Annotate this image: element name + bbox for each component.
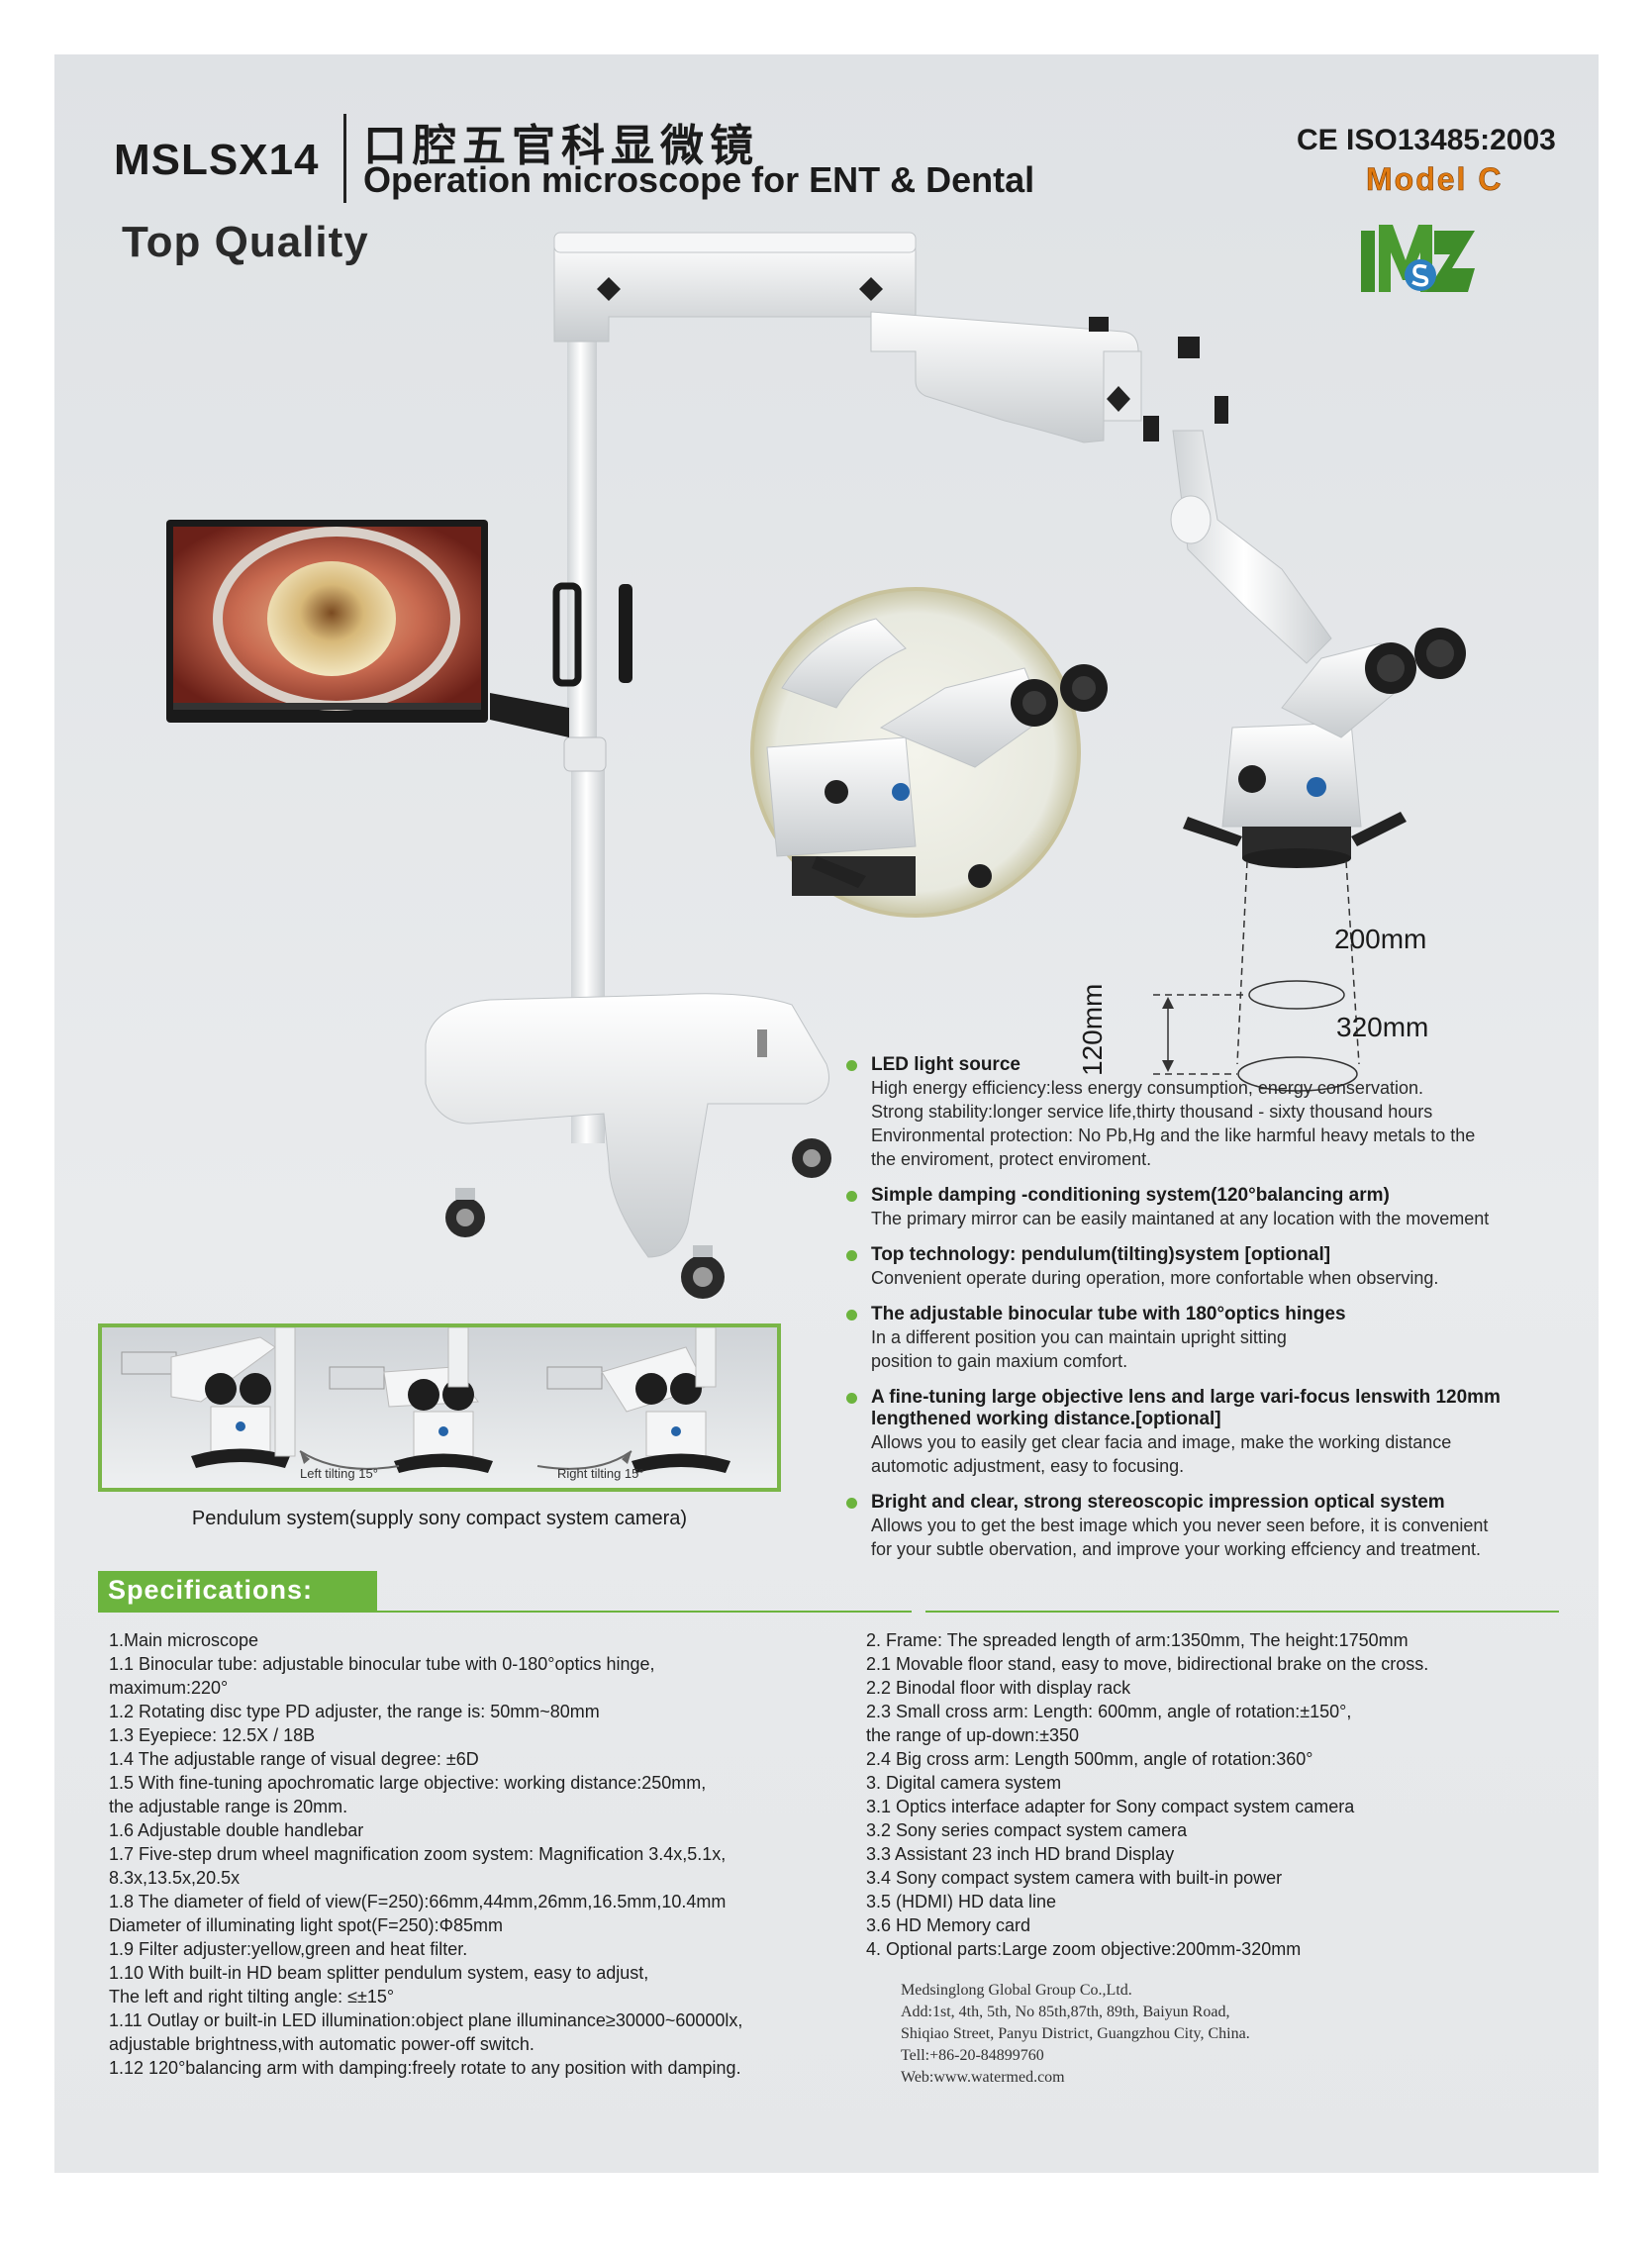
company-website: Web:www.watermed.com (901, 2069, 1065, 2086)
spec-item: 1.7 Five-step drum wheel magnification z… (109, 1844, 727, 1888)
feature-title: The adjustable binocular tube with 180°o… (871, 1304, 1346, 1324)
spec-item: 1.4 The adjustable range of visual degre… (109, 1749, 479, 1769)
company-address: Shiqiao Street, Panyu District, Guangzho… (901, 2025, 1250, 2042)
bullet-dot-icon (846, 1250, 857, 1261)
spec-item: 1.6 Adjustable double handlebar (109, 1820, 364, 1840)
company-address: Add:1st, 4th, 5th, No 85th,87th, 89th, B… (901, 2004, 1230, 2020)
dimension-bottom-label: 320mm (1336, 1012, 1429, 1042)
model-code: MSLSX14 (114, 136, 320, 184)
feature-title: Top technology: pendulum(tilting)system … (871, 1244, 1331, 1265)
spec-item: 3.5 (HDMI) HD data line (866, 1892, 1057, 1911)
feature-title: A fine-tuning large objective lens and l… (871, 1387, 1501, 1429)
spec-item: 1.1 Binocular tube: adjustable binocular… (109, 1654, 655, 1698)
spec-item: 1.5 With fine-tuning apochromatic large … (109, 1773, 707, 1816)
pendulum-caption: Pendulum system(supply sony compact syst… (191, 1508, 688, 1529)
bullet-dot-icon (846, 1191, 857, 1202)
spec-item: 1.2 Rotating disc type PD adjuster, the … (109, 1702, 600, 1721)
spec-item: 3.3 Assistant 23 inch HD brand Display (866, 1844, 1175, 1864)
pendulum-panel: Left tilting 15° Right tilting 15° (98, 1323, 781, 1492)
spec-item: 2.1 Movable floor stand, easy to move, b… (866, 1654, 1429, 1674)
feature-list: LED light source High energy efficiency:… (846, 1054, 1559, 1575)
spec-item: 1.12 120°balancing arm with damping:free… (109, 2058, 741, 2078)
spec-item: 4. Optional parts:Large zoom objective:2… (866, 1939, 1302, 1959)
spec-item: 1.Main microscope (109, 1630, 259, 1650)
spec-item: 1.9 Filter adjuster:yellow,green and hea… (109, 1939, 468, 1959)
feature-body: Allows you to get the best image which y… (871, 1516, 1489, 1559)
feature-body: Allows you to easily get clear facia and… (871, 1432, 1452, 1476)
brand-logo-icon (1361, 225, 1475, 292)
feature-item: Simple damping -conditioning system(120°… (846, 1185, 1559, 1230)
dimension-top-label: 200mm (1334, 924, 1427, 954)
spec-item: 2.3 Small cross arm: Length: 600mm, angl… (866, 1702, 1352, 1745)
specifications-title: Specifications: (108, 1575, 314, 1605)
tagline: Top Quality (122, 218, 369, 266)
feature-body: Convenient operate during operation, mor… (871, 1268, 1439, 1288)
title-english: Operation microscope for ENT & Dental (363, 159, 1035, 200)
feature-body: In a different position you can maintain… (871, 1327, 1287, 1371)
company-name: Medsinglong Global Group Co.,Ltd. (901, 1982, 1132, 1999)
bullet-dot-icon (846, 1060, 857, 1071)
bullet-dot-icon (846, 1310, 857, 1321)
header-divider (343, 114, 346, 203)
certification: CE ISO13485:2003 (1297, 124, 1556, 156)
pendulum-illustration (121, 1327, 730, 1473)
spec-item: 3.6 HD Memory card (866, 1915, 1031, 1935)
company-info: Medsinglong Global Group Co.,Ltd. Add:1s… (901, 1980, 1250, 2089)
feature-body: The primary mirror can be easily maintan… (871, 1209, 1490, 1228)
bullet-dot-icon (846, 1498, 857, 1509)
model-variant: Model C (1366, 161, 1504, 198)
specifications-header-bar (98, 1571, 377, 1613)
feature-title: Simple damping -conditioning system(120°… (871, 1185, 1390, 1206)
spec-item: 3.2 Sony series compact system camera (866, 1820, 1188, 1840)
spec-item: 1.11 Outlay or built-in LED illumination… (109, 2010, 743, 2054)
left-tilt-label: Left tilting 15° (300, 1466, 378, 1481)
feature-item: Top technology: pendulum(tilting)system … (846, 1244, 1559, 1290)
brochure-page: MSLSX14 口腔五官科显微镜 Operation microscope fo… (54, 54, 1599, 2173)
feature-body: High energy efficiency:less energy consu… (871, 1078, 1476, 1169)
spec-divider (925, 1611, 1559, 1613)
feature-title: Bright and clear, strong stereoscopic im… (871, 1492, 1445, 1513)
spec-item: 2. Frame: The spreaded length of arm:135… (866, 1630, 1409, 1650)
spec-item: 1.8 The diameter of field of view(F=250)… (109, 1892, 727, 1935)
spec-divider (377, 1611, 912, 1613)
feature-item: Bright and clear, strong stereoscopic im… (846, 1492, 1559, 1561)
spec-item: 3.1 Optics interface adapter for Sony co… (866, 1797, 1355, 1816)
spec-list-right: 2. Frame: The spreaded length of arm:135… (866, 1628, 1559, 1961)
spec-item: 3. Digital camera system (866, 1773, 1062, 1793)
spec-item: 2.2 Binodal floor with display rack (866, 1678, 1131, 1698)
feature-title: LED light source (871, 1054, 1020, 1075)
spec-item: 2.4 Big cross arm: Length 500mm, angle o… (866, 1749, 1313, 1769)
spec-item: 3.4 Sony compact system camera with buil… (866, 1868, 1283, 1888)
company-phone: Tell:+86-20-84899760 (901, 2047, 1044, 2064)
spec-item: 1.3 Eyepiece: 12.5X / 18B (109, 1725, 316, 1745)
feature-item: The adjustable binocular tube with 180°o… (846, 1304, 1559, 1373)
feature-item: A fine-tuning large objective lens and l… (846, 1387, 1559, 1478)
right-tilt-label: Right tilting 15° (557, 1466, 644, 1481)
title-chinese: 口腔五官科显微镜 (363, 121, 759, 171)
spec-list-left: 1.Main microscope 1.1 Binocular tube: ad… (109, 1628, 891, 2080)
spec-item: 1.10 With built-in HD beam splitter pend… (109, 1963, 649, 2007)
feature-item: LED light source High energy efficiency:… (846, 1054, 1559, 1171)
microscope-illustration (166, 232, 1466, 1299)
bullet-dot-icon (846, 1393, 857, 1404)
